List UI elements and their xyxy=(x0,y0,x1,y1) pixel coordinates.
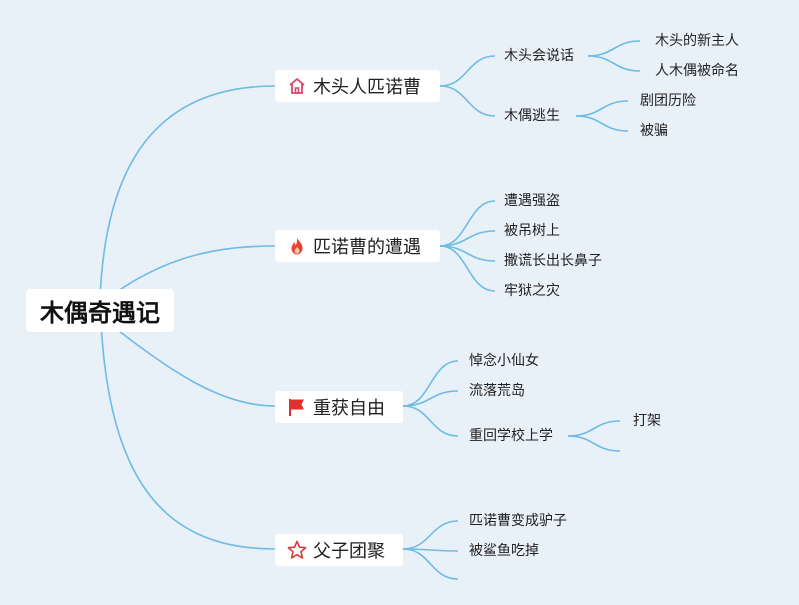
fire-icon xyxy=(287,236,307,256)
connector-b3-c1 xyxy=(402,360,459,407)
topic-4-2[interactable]: 被鲨鱼吃掉 xyxy=(469,543,539,559)
connector-b3-c2 xyxy=(402,390,459,407)
connector-root-branch-1 xyxy=(99,85,276,301)
topic-2-2[interactable]: 被吊树上 xyxy=(504,223,560,239)
connector-root-branch-3 xyxy=(114,327,276,407)
branch-node-3[interactable]: 重获自由 xyxy=(275,391,403,423)
topic-3-3[interactable]: 重回学校上学 xyxy=(469,428,553,444)
topic-1-2-2[interactable]: 被骗 xyxy=(640,123,668,139)
topic-1-2-1[interactable]: 剧团历险 xyxy=(640,93,696,109)
connector-b1-c1-2 xyxy=(587,55,641,72)
connector-b3-c3 xyxy=(402,405,459,437)
connector-b2-c4 xyxy=(439,245,496,292)
topic-2-4[interactable]: 牢狱之灾 xyxy=(504,283,560,299)
connector-b4-c1 xyxy=(402,520,459,550)
root-label: 木偶奇遇记 xyxy=(40,299,160,327)
topic-3-2[interactable]: 流落荒岛 xyxy=(469,383,525,399)
home-icon xyxy=(287,76,307,96)
connector-b1-c2-1 xyxy=(575,100,629,117)
connector-b1-c1-1 xyxy=(587,40,641,57)
topic-1-1-1[interactable]: 木头的新主人 xyxy=(655,33,739,49)
branch-label: 木头人匹诺曹 xyxy=(313,77,421,98)
connector-b2-c1 xyxy=(439,200,496,247)
connector-root-branch-4 xyxy=(99,299,276,550)
branch-label: 父子团聚 xyxy=(313,541,385,562)
topic-1-1-2[interactable]: 人木偶被命名 xyxy=(655,63,739,79)
topic-2-1[interactable]: 遭遇强盗 xyxy=(504,193,560,209)
flag-icon xyxy=(287,397,307,417)
topic-2-3[interactable]: 撒谎长出长鼻子 xyxy=(504,253,602,269)
branch-node-1[interactable]: 木头人匹诺曹 xyxy=(275,70,440,102)
connector-b3-c3-1 xyxy=(567,420,621,437)
topic-1-2[interactable]: 木偶逃生 xyxy=(504,108,560,124)
branch-label: 重获自由 xyxy=(313,398,385,419)
root-node[interactable]: 木偶奇遇记 xyxy=(26,289,174,332)
connector-b3-c3-2 xyxy=(567,435,621,452)
connector-b4-c3 xyxy=(402,548,459,580)
topic-4-1[interactable]: 匹诺曹变成驴子 xyxy=(469,513,567,529)
star-icon xyxy=(287,540,307,560)
connector-b1-c1 xyxy=(439,55,496,87)
branch-node-4[interactable]: 父子团聚 xyxy=(275,534,403,566)
branch-node-2[interactable]: 匹诺曹的遭遇 xyxy=(275,230,440,262)
topic-3-1[interactable]: 悼念小仙女 xyxy=(469,353,539,369)
topic-3-3-1[interactable]: 打架 xyxy=(633,413,661,429)
topic-1-1[interactable]: 木头会说话 xyxy=(504,48,574,64)
connector-b1-c2 xyxy=(439,85,496,117)
branch-label: 匹诺曹的遭遇 xyxy=(313,237,421,258)
connector-root-branch-2 xyxy=(114,245,276,294)
connector-b1-c2-2 xyxy=(575,115,629,132)
